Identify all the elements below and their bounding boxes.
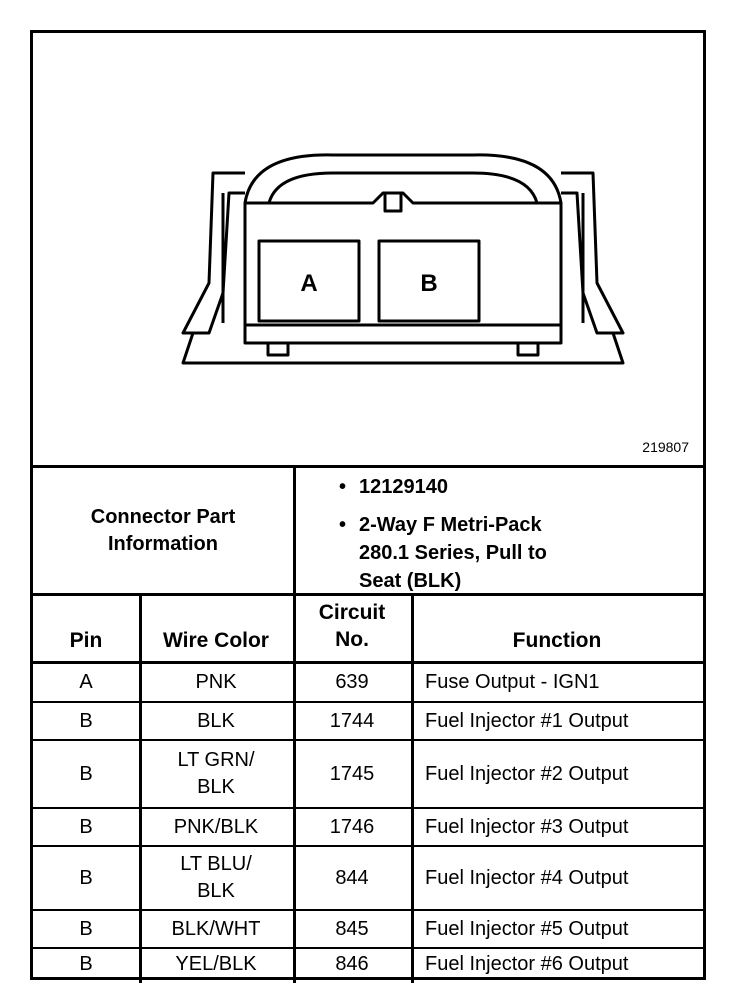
wire-color-line: LT GRN/ [177,749,255,771]
header-function: Function [512,629,602,652]
table-cell-pin: B [79,709,93,732]
divider [33,465,703,468]
table-cell-pin: A [79,671,93,693]
wire-color-line: BLK [197,880,235,902]
divider [33,661,703,664]
table-cell-function: Fuel Injector #6 Output [425,953,629,975]
table-cell-pin: B [79,917,93,940]
table-cell-circuit: 1745 [329,762,375,785]
table-cell-wire-color: YEL/BLK [175,953,257,975]
divider [293,593,296,983]
table-cell-circuit: 1744 [329,709,375,732]
pin-b-label: B [420,270,437,297]
connector-diagram-frame: A B 219807 Connector Part Information • … [30,30,706,983]
part-number-item: • 12129140 [329,473,699,501]
label-line: Information [108,532,218,555]
table-cell-circuit: 1746 [329,815,375,838]
table-cell-circuit: 845 [335,917,369,940]
table-cell-wire-color: LT GRN/ BLK [139,741,293,807]
label-line: Connector Part [90,505,236,528]
divider [33,739,703,741]
bullet-dot: • [339,476,347,498]
wire-color-line: BLK [197,776,235,798]
header-circuit-no: Circuit No. [293,599,411,653]
description-line: Seat (BLK) [359,570,462,592]
description-item: • 2-Way F Metri-Pack 280.1 Series, Pull … [329,511,699,595]
table-cell-function: Fuel Injector #5 Output [425,917,629,940]
table-cell-function: Fuel Injector #2 Output [425,762,629,785]
table-cell-function: Fuse Output - IGN1 [425,671,600,693]
table-cell-pin: B [79,762,93,785]
table-cell-function: Fuel Injector #1 Output [425,709,629,732]
header-circuit-line: No. [335,628,369,651]
divider [139,593,142,983]
table-cell-function: Fuel Injector #3 Output [425,815,629,838]
table-cell-function: Fuel Injector #4 Output [425,866,629,889]
connector-part-info-label: Connector Part Information [33,468,293,593]
description-line: 2-Way F Metri-Pack [359,514,542,536]
part-number: 12129140 [359,476,448,498]
table-cell-circuit: 639 [335,671,369,693]
table-cell-pin: B [79,866,93,889]
divider [33,701,703,703]
divider [293,465,296,593]
table-cell-pin: B [79,815,93,838]
divider [411,593,414,983]
connector-figure: A B 219807 [33,33,703,465]
table-cell-circuit: 846 [335,953,369,975]
pin-a-label: A [300,270,317,297]
divider [33,909,703,911]
connector-face-drawing: A B [181,153,625,365]
connector-part-info: • 12129140 • 2-Way F Metri-Pack 280.1 Se… [329,471,699,595]
description-line: 280.1 Series, Pull to [359,542,547,564]
table-cell-wire-color: PNK/BLK [173,815,259,838]
divider [33,593,703,596]
header-pin: Pin [69,629,103,652]
header-wire-color: Wire Color [163,629,269,652]
table-cell-wire-color: BLK/WHT [171,917,261,940]
table-cell-wire-color: LT BLU/ BLK [139,847,293,909]
table-cell-wire-color: PNK [195,671,237,693]
table-cell-pin: B [79,953,93,975]
divider [33,845,703,847]
divider [33,947,703,949]
table-cell-wire-color: BLK [197,709,235,732]
wire-color-line: LT BLU/ [180,853,252,875]
figure-id: 219807 [642,439,689,455]
header-circuit-line: Circuit [318,601,386,624]
table-cell-circuit: 844 [335,866,369,889]
divider [33,807,703,809]
bullet-dot: • [339,514,347,536]
